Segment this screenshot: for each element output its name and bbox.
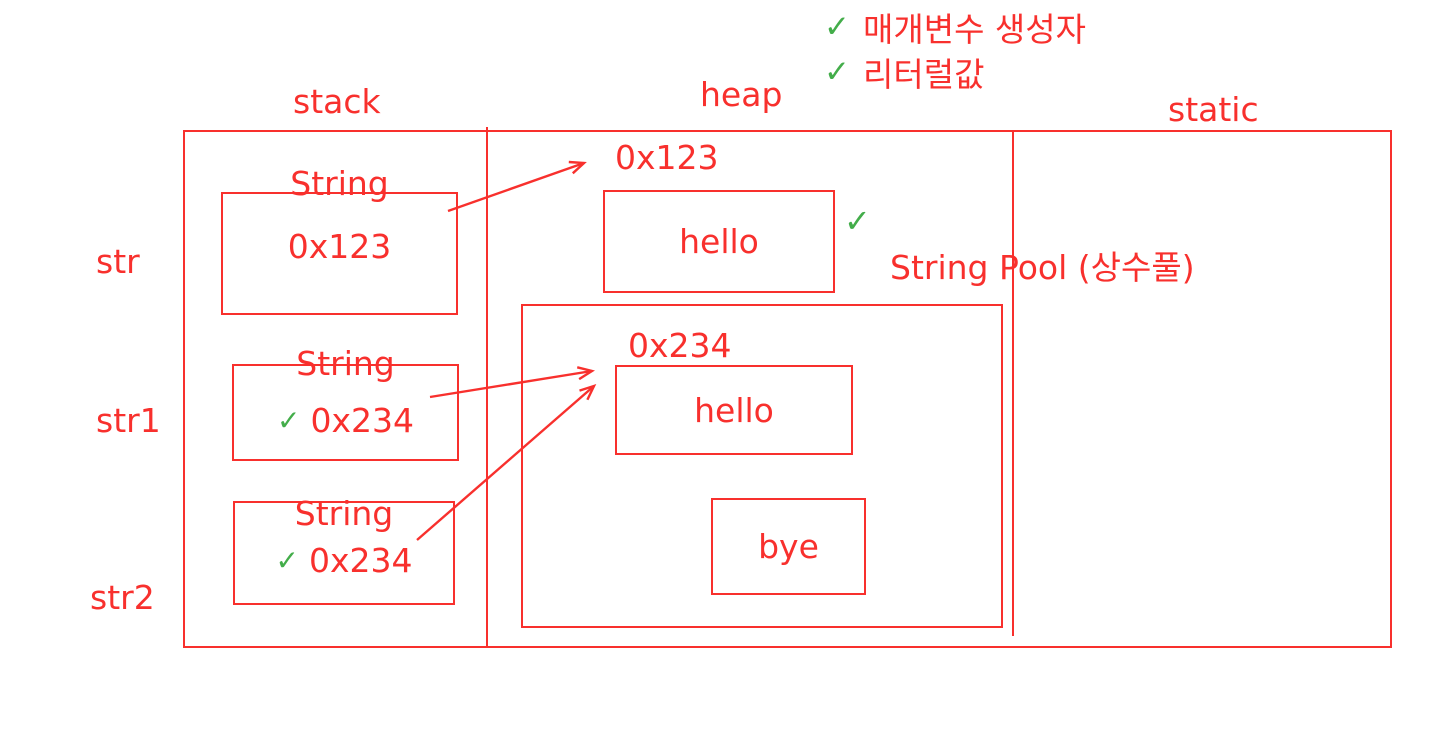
check-icon: ✓ (275, 543, 299, 577)
check-icon: ✓ (824, 53, 850, 90)
string-pool-label: String Pool (상수풀) (890, 248, 1195, 287)
object-value-text: hello (679, 222, 759, 261)
pool-object-address-label: 0x234 (628, 326, 732, 365)
region-label-static: static (1168, 90, 1259, 129)
region-label-stack: stack (293, 82, 381, 121)
check-icon: ✓ (277, 404, 301, 437)
stack-var-box-str2: String ✓ 0x234 (233, 494, 455, 605)
var-value-text: 0x234 (308, 540, 413, 580)
var-label-str: str (96, 242, 140, 281)
check-icon: ✓ (844, 202, 871, 240)
pool-object-box-hello: hello (615, 365, 853, 455)
stack-var-box-str1: String ✓ 0x234 (232, 344, 459, 461)
var-value: 0x123 (223, 194, 456, 313)
heap-object-address-label: 0x123 (615, 138, 719, 177)
var-label-str1: str1 (96, 401, 161, 440)
stack-var-box-str: String 0x123 (221, 164, 458, 315)
legend-item-label: 매개변수 생성자 (862, 9, 1086, 49)
object-value: hello (617, 367, 851, 453)
heap-static-divider (1012, 130, 1014, 636)
string-type-label: String (296, 344, 395, 383)
pool-object-box-bye: bye (711, 498, 866, 595)
var-label-str2: str2 (90, 578, 155, 617)
heap-object-box: hello (603, 190, 835, 293)
string-type-label: String (294, 494, 394, 533)
var-value-text: 0x234 (310, 401, 414, 440)
legend: ✓ 매개변수 생성자 ✓ 리터럴값 (824, 4, 1086, 94)
legend-item: ✓ 매개변수 생성자 (824, 4, 1086, 49)
stack-heap-divider (486, 127, 488, 648)
check-icon: ✓ (824, 8, 850, 45)
var-value-text: 0x123 (287, 227, 392, 266)
legend-item-label: 리터럴값 (862, 54, 985, 94)
object-value-text: hello (694, 390, 774, 430)
var-value: ✓ 0x234 (235, 503, 453, 603)
memory-outer-box (183, 130, 1392, 648)
object-value: hello (605, 192, 833, 291)
object-value: bye (713, 500, 864, 593)
region-label-heap: heap (700, 75, 783, 114)
string-type-label: String (290, 164, 389, 203)
legend-item: ✓ 리터럴값 (824, 49, 1086, 94)
object-value-text: bye (758, 527, 819, 566)
var-value: ✓ 0x234 (234, 366, 457, 459)
